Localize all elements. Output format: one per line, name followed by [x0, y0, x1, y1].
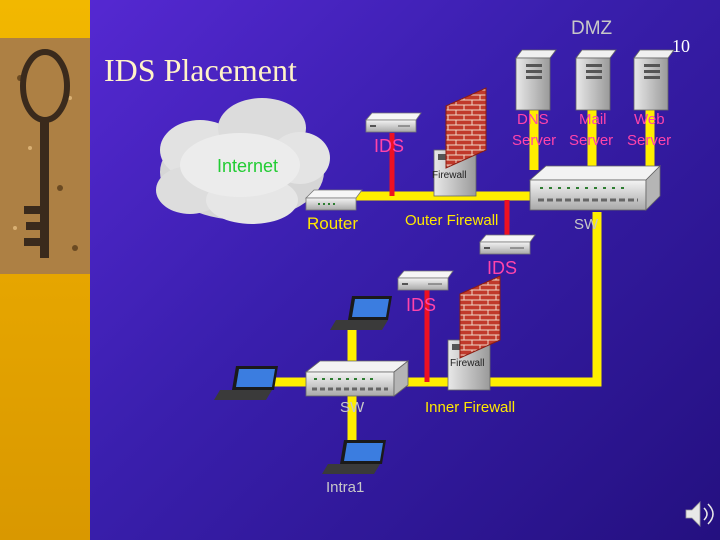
sidebar-band	[0, 0, 90, 540]
mail-server-label: Mail Server	[569, 111, 613, 149]
switch-icon	[304, 360, 410, 397]
mail-server-label-line-1: Mail	[579, 111, 607, 128]
web-server-label-line-1: Web	[634, 111, 665, 128]
outer-firewall-tag: Firewall	[432, 170, 466, 181]
internet-label: Internet	[217, 156, 278, 176]
ids-top-label: IDS	[374, 136, 404, 156]
dmz-label: DMZ	[571, 18, 613, 39]
router-label: Router	[307, 214, 358, 233]
speaker-icon[interactable]	[685, 501, 714, 527]
router-icon	[305, 189, 363, 211]
mail-server-label-line-2: Server	[569, 132, 613, 149]
web-server-label-line-2: Server	[627, 132, 671, 149]
inner-firewall-tag: Firewall	[450, 358, 484, 369]
laptop-icon	[330, 296, 392, 330]
dns-server-label-line-2: Server	[512, 132, 556, 149]
ids-inner-label: IDS	[406, 295, 436, 315]
red-links	[389, 133, 510, 382]
intra-label: Intra1	[326, 479, 364, 496]
laptop-icon	[322, 440, 386, 474]
key-photo	[0, 38, 90, 274]
web-server-label: Web Server	[627, 111, 671, 149]
page-number: 10	[672, 36, 690, 56]
laptop-icon	[214, 366, 278, 400]
inner-firewall-label: Inner Firewall	[425, 399, 515, 416]
ids-device-icon	[365, 112, 422, 133]
slide-title: IDS Placement	[104, 52, 297, 88]
cloud-icon	[156, 98, 330, 224]
server-icon	[575, 49, 617, 111]
ids-device-icon	[479, 234, 536, 255]
server-icon	[515, 49, 557, 111]
dns-server-label: DNS Server	[512, 111, 556, 149]
ids-device-icon	[397, 270, 454, 291]
dns-server-label-line-1: DNS	[517, 111, 549, 128]
ids-mid-label: IDS	[487, 258, 517, 278]
firewall-icon	[433, 87, 487, 197]
firewall-icon	[447, 275, 501, 391]
server-icon	[633, 49, 675, 111]
inner-switch-label: SW	[340, 399, 365, 416]
dmz-switch-label: SW	[574, 216, 599, 233]
switch-icon	[528, 165, 661, 211]
outer-firewall-label: Outer Firewall	[405, 212, 498, 229]
